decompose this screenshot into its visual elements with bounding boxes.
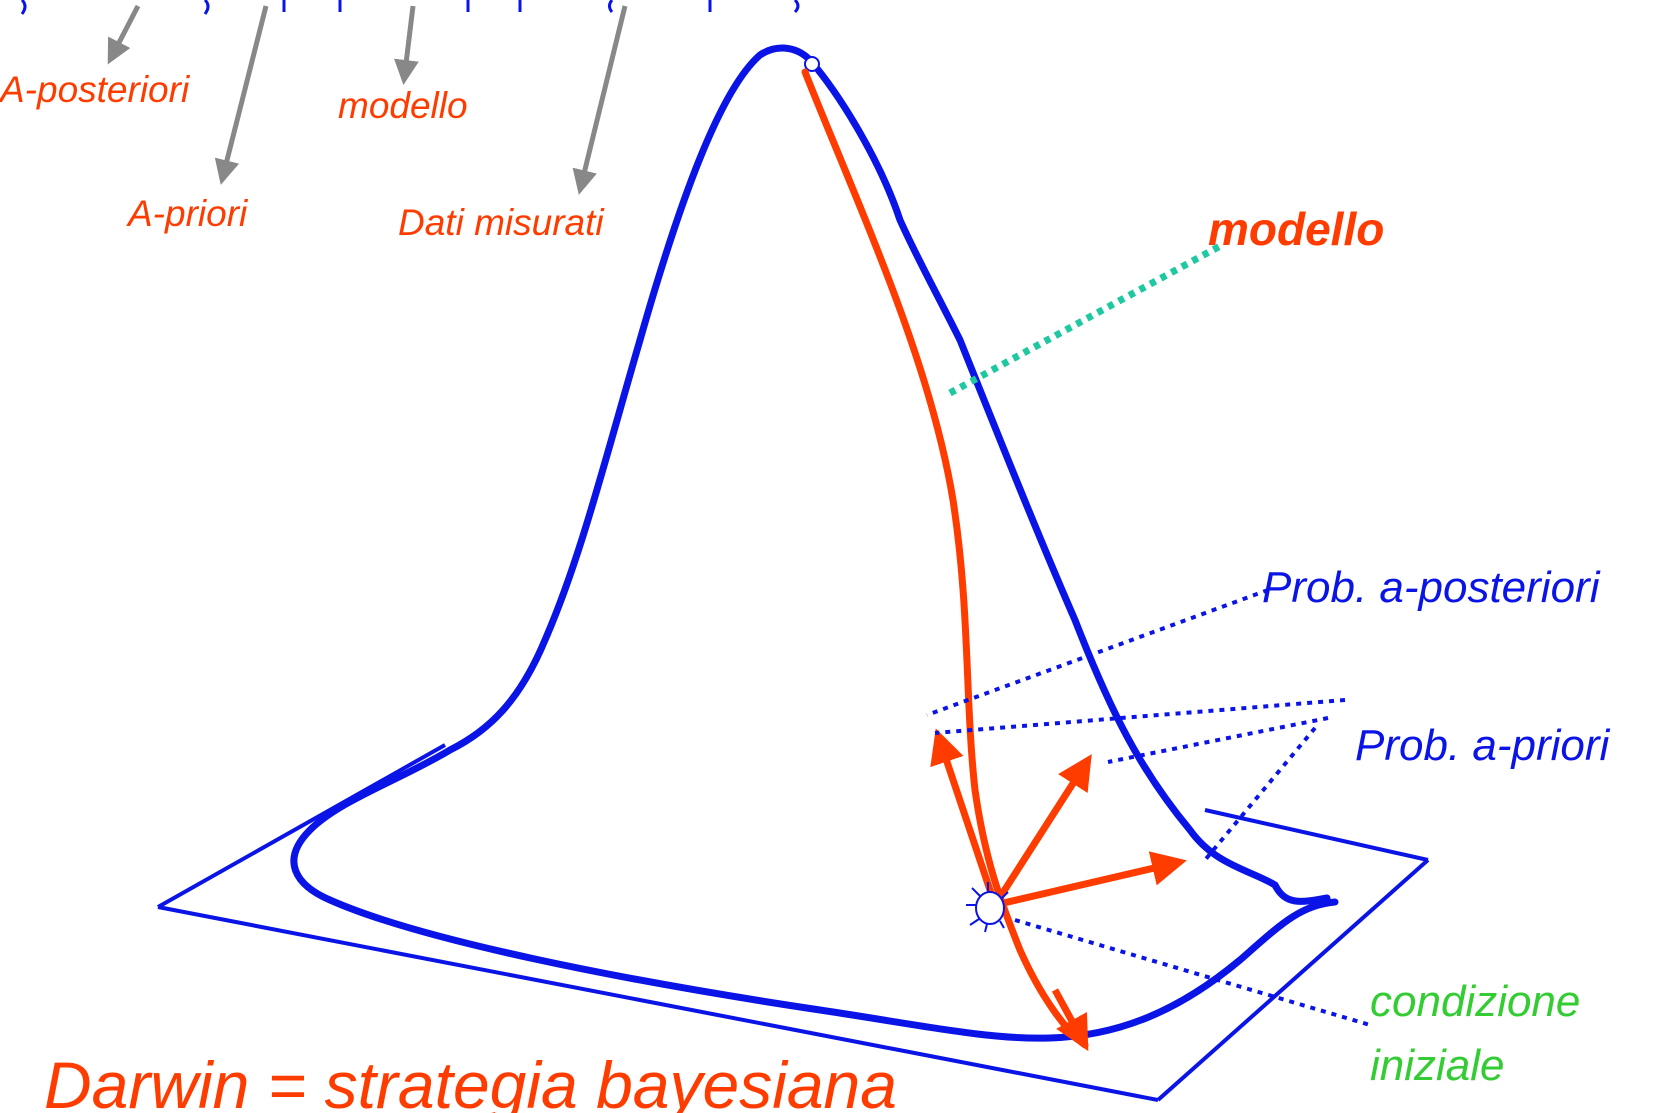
- label-prob-a-priori: Prob. a-priori: [1355, 721, 1611, 770]
- a-priori-leader-2: [1107, 716, 1329, 764]
- arrow-to-a-priori: [214, 5, 269, 185]
- label-modello: modello: [1208, 203, 1384, 255]
- prob-leaders: [926, 588, 1371, 1027]
- label-condizione: condizione: [1370, 977, 1580, 1026]
- arrow-to-a-posteriori: [107, 4, 141, 65]
- condizione-leader: [1014, 918, 1371, 1027]
- arrow-up: [992, 754, 1092, 907]
- label-modello-formula: modello: [338, 85, 468, 126]
- a-posteriori-leader: [926, 588, 1269, 717]
- label-a-posteriori: A-posteriori: [0, 69, 191, 110]
- arrow-to-dati-misurati: [572, 5, 628, 195]
- formula-pointer-arrows: [107, 4, 628, 195]
- a-priori-leader-1: [934, 698, 1346, 735]
- label-iniziale: iniziale: [1370, 1041, 1505, 1090]
- formula-remnant: [20, 0, 800, 15]
- evolution-path: [801, 68, 1089, 1049]
- label-dati-misurati: Dati misurati: [398, 202, 605, 243]
- modello-leader: [948, 241, 1224, 397]
- label-a-priori: A-priori: [126, 193, 249, 234]
- peak-marker: [804, 56, 820, 72]
- probability-surface-curve: [290, 44, 1339, 1042]
- base-plane: [157, 743, 1430, 1102]
- a-priori-leader-3: [1203, 726, 1317, 862]
- arrow-to-modello: [394, 5, 419, 85]
- exploration-arrows: [930, 728, 1187, 1052]
- arrow-down: [1051, 988, 1089, 1052]
- initial-condition-marker: [966, 882, 1009, 933]
- label-prob-a-posteriori: Prob. a-posteriori: [1262, 563, 1601, 612]
- arrow-left: [930, 728, 999, 907]
- arrow-right: [994, 851, 1187, 909]
- bottom-title: Darwin = strategia bayesiana: [44, 1048, 897, 1113]
